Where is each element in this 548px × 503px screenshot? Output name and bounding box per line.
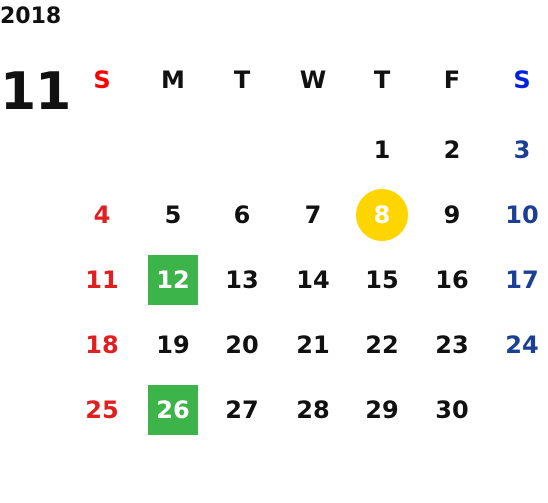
calendar-day[interactable]: 20 [214,319,270,371]
weekday-header: S [513,66,531,94]
month-number: 11 [0,62,71,122]
calendar-day[interactable]: 25 [74,384,130,436]
calendar-day[interactable]: 27 [214,384,270,436]
calendar-day[interactable]: 18 [74,319,130,371]
calendar-day-number: 2 [443,136,461,164]
calendar-day-number: 5 [164,201,182,229]
calendar-day[interactable]: 21 [285,319,341,371]
calendar-day-number: 11 [85,266,119,294]
calendar-day[interactable]: 3 [494,124,548,176]
calendar-day-number: 14 [296,266,330,294]
calendar-day[interactable]: 11 [74,254,130,306]
calendar-day[interactable]: 1 [354,124,410,176]
calendar-day[interactable]: 23 [424,319,480,371]
calendar-day[interactable]: 17 [494,254,548,306]
calendar-day-highlighted[interactable]: 12 [145,254,201,306]
calendar-day-number: 15 [365,266,399,294]
calendar-day[interactable]: 15 [354,254,410,306]
calendar-day-number: 25 [85,396,119,424]
calendar-day-number: 30 [435,396,469,424]
calendar-day-number: 1 [373,136,391,164]
weekday-header: W [299,66,327,94]
calendar-day-number: 8 [373,201,391,229]
calendar-day-number: 23 [435,331,469,359]
calendar-day-number: 4 [93,201,111,229]
calendar-day-number: 24 [505,331,539,359]
calendar-day[interactable]: 28 [285,384,341,436]
calendar-day-number: 7 [304,201,322,229]
calendar-day-number: 9 [443,201,461,229]
calendar-day-number: 6 [233,201,251,229]
weekday-header: M [161,66,185,94]
calendar-day-number: 22 [365,331,399,359]
year-label: 2018 [0,4,62,29]
calendar-day-number: 26 [156,396,190,424]
calendar-day-number: 12 [156,266,190,294]
calendar-day[interactable]: 22 [354,319,410,371]
calendar-day-number: 17 [505,266,539,294]
calendar-day[interactable]: 29 [354,384,410,436]
calendar-day-number: 19 [156,331,190,359]
calendar-day[interactable]: 14 [285,254,341,306]
calendar-day[interactable]: 5 [145,189,201,241]
calendar-day[interactable]: 13 [214,254,270,306]
calendar-day-number: 13 [225,266,259,294]
calendar-day-number: 18 [85,331,119,359]
calendar-day[interactable]: 24 [494,319,548,371]
calendar-day[interactable]: 16 [424,254,480,306]
weekday-header: S [93,66,111,94]
calendar-day-number: 21 [296,331,330,359]
calendar-day-number: 29 [365,396,399,424]
calendar-day-today[interactable]: 8 [354,189,410,241]
calendar-day-number: 10 [505,201,539,229]
calendar-day-number: 16 [435,266,469,294]
weekday-header: T [373,66,391,94]
calendar-day[interactable]: 19 [145,319,201,371]
calendar-day[interactable]: 7 [285,189,341,241]
weekday-header: T [233,66,251,94]
weekday-header: F [443,66,461,94]
calendar-day-number: 20 [225,331,259,359]
calendar-day-number: 3 [513,136,531,164]
calendar-day[interactable]: 10 [494,189,548,241]
calendar-day-number: 28 [296,396,330,424]
calendar-day-highlighted[interactable]: 26 [145,384,201,436]
calendar-day-number: 27 [225,396,259,424]
calendar-day[interactable]: 2 [424,124,480,176]
calendar-day[interactable]: 6 [214,189,270,241]
calendar-day[interactable]: 4 [74,189,130,241]
calendar-day[interactable]: 30 [424,384,480,436]
calendar-day[interactable]: 9 [424,189,480,241]
